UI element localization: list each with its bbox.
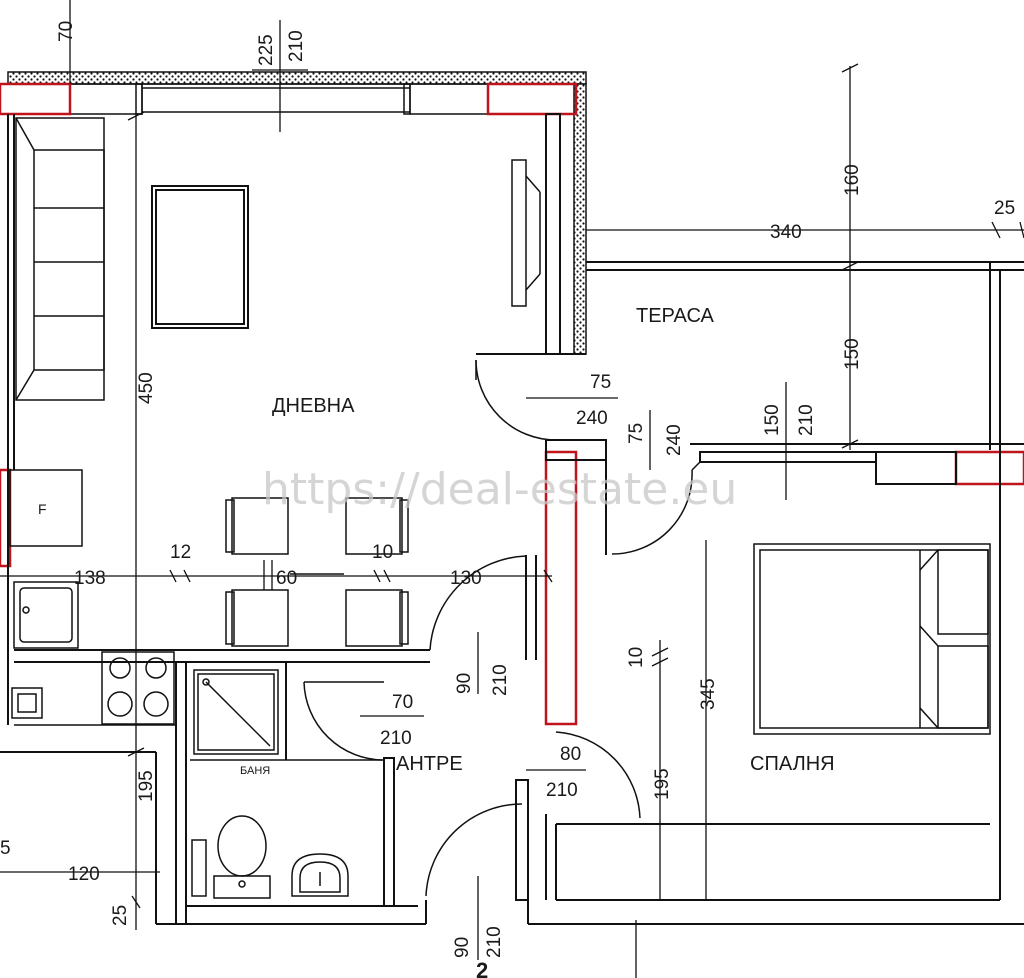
watermark: https://deal-estate.eu <box>262 464 737 515</box>
room-label-hall: АНТРЕ <box>396 753 463 775</box>
dining-chairs <box>225 497 409 647</box>
dim-70-bath: 70 <box>392 692 413 713</box>
dim-90-hall: 90 <box>454 673 475 694</box>
dim-210-hall: 210 <box>490 664 511 696</box>
dim-12: 12 <box>170 542 191 563</box>
dim-345: 345 <box>698 678 719 710</box>
dim-210-window: 210 <box>796 404 817 436</box>
top-window <box>69 83 489 115</box>
dimension-labels: 70 225 210 160 25 340 150 450 75 240 75 … <box>0 21 1015 978</box>
dim-240-bedroom: 240 <box>664 424 685 456</box>
room-label-living: ДНЕВНА <box>272 395 355 417</box>
exterior-walls <box>7 71 587 355</box>
dim-130: 130 <box>450 568 482 589</box>
tv-unit <box>511 159 541 307</box>
dim-150-window: 150 <box>762 404 783 436</box>
dim-120: 120 <box>68 864 100 885</box>
dim-450: 450 <box>136 372 157 404</box>
fridge-label: F <box>38 501 47 517</box>
dim-25-bottom: 25 <box>110 905 131 926</box>
dim-80: 80 <box>560 744 581 765</box>
dim-160: 160 <box>842 164 863 196</box>
dim-10-chairs: 10 <box>372 542 393 563</box>
dim-340: 340 <box>770 222 802 243</box>
bathroom-fixtures <box>190 669 382 899</box>
walls <box>0 113 1024 925</box>
dim-195-bedroom: 195 <box>652 768 673 800</box>
dim-70-top: 70 <box>56 21 77 42</box>
dim-138: 138 <box>74 568 106 589</box>
dim-90-entry: 90 <box>452 937 473 958</box>
room-label-terrace: ТЕРАСА <box>636 305 714 327</box>
dim-150-terrace: 150 <box>842 338 863 370</box>
dim-210-top: 210 <box>286 30 307 62</box>
sofa <box>15 117 105 401</box>
dim-2: 2 <box>476 958 488 978</box>
coffee-table <box>151 185 249 329</box>
dim-5: 5 <box>0 838 11 859</box>
bed <box>753 543 991 735</box>
doors <box>303 359 701 897</box>
room-labels: ДНЕВНА ТЕРАСА АНТРЕ СПАЛНЯ БАНЯ F <box>38 305 835 777</box>
dim-75-bedroom: 75 <box>626 423 647 444</box>
room-label-bath: БАНЯ <box>240 765 270 777</box>
room-label-bedroom: СПАЛНЯ <box>750 753 835 775</box>
dim-210-entry: 210 <box>546 780 578 801</box>
dim-195-bath: 195 <box>136 770 157 802</box>
dim-210-bath: 210 <box>380 728 412 749</box>
dim-75-door: 75 <box>590 372 611 393</box>
dim-60: 60 <box>276 568 297 589</box>
dim-240-door: 240 <box>576 408 608 429</box>
dim-25-right: 25 <box>994 198 1015 219</box>
dim-210-entry-door: 210 <box>484 926 505 958</box>
dim-225: 225 <box>256 34 277 66</box>
dim-10-bedroom: 10 <box>626 647 647 668</box>
kitchen <box>9 469 176 726</box>
